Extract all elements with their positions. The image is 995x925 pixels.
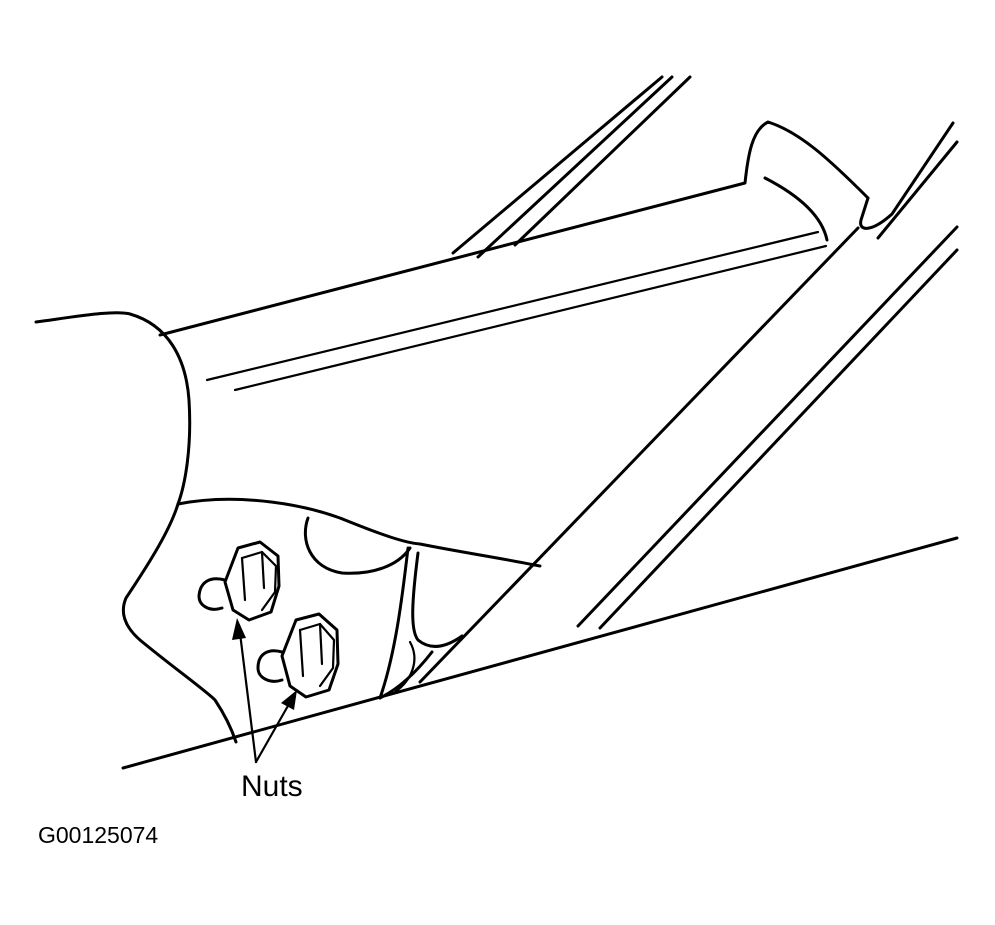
- callout-label-nuts: Nuts: [241, 770, 303, 803]
- main-beam: [34, 120, 955, 506]
- nut-lower: [256, 612, 340, 699]
- frame-rails: [451, 75, 692, 259]
- callout-arrows: [232, 618, 297, 764]
- diagonal-member: [418, 140, 959, 684]
- base-line: [121, 536, 959, 770]
- figure-id: G00125074: [38, 822, 159, 848]
- mount-bracket: [121, 497, 542, 744]
- nut-upper: [197, 540, 281, 622]
